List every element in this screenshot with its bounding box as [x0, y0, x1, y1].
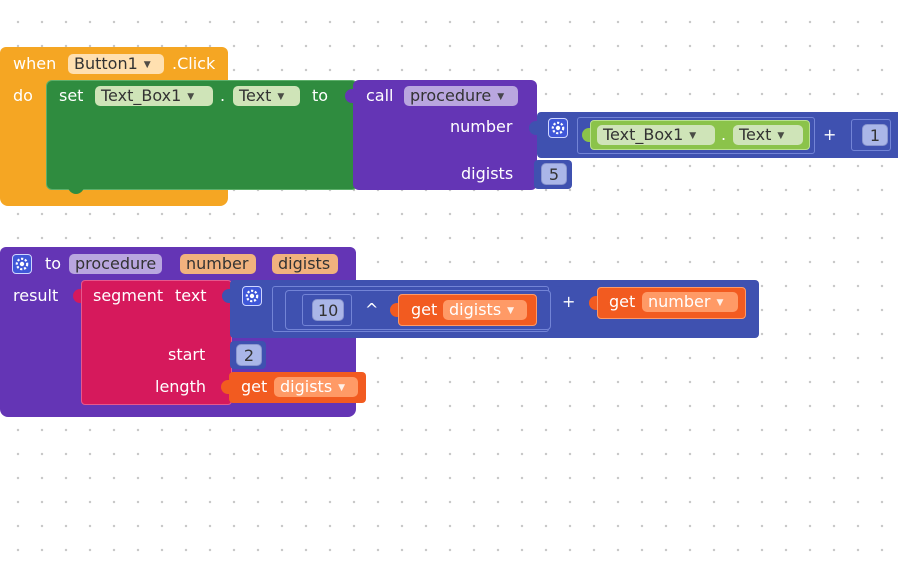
- param-number-text: number: [186, 254, 249, 273]
- segment-start-label: start: [168, 345, 206, 364]
- to-label: to: [312, 86, 329, 105]
- chevron-down-icon: ▼: [187, 92, 195, 102]
- get-digists-exponent-label: digists: [449, 300, 502, 319]
- chevron-down-icon: ▼: [716, 298, 724, 308]
- set-property-dropdown[interactable]: Text ▼: [233, 86, 300, 106]
- get-label: get: [411, 300, 438, 319]
- procedure-to-label: to: [45, 254, 62, 273]
- get-digists-length-tab: [221, 380, 229, 394]
- do-label: do: [13, 86, 33, 105]
- chevron-down-icon: ▼: [777, 131, 785, 141]
- power-operator: ^: [365, 300, 379, 319]
- set-component-dropdown[interactable]: Text_Box1 ▼: [95, 86, 213, 106]
- add-block-top-tab: [529, 121, 537, 135]
- getter-property-dropdown[interactable]: Text ▼: [733, 125, 803, 145]
- segment-text-label: text: [175, 286, 207, 305]
- segment-block-tab: [73, 289, 81, 303]
- call-procedure-name: procedure: [410, 86, 492, 105]
- number-10-field[interactable]: 10: [312, 299, 344, 321]
- component-getter-tab: [582, 128, 590, 142]
- getter-property-label: Text: [739, 125, 772, 144]
- inner-add-slot: [577, 117, 815, 154]
- get-number-tab: [589, 296, 597, 310]
- getter-component-label: Text_Box1: [603, 125, 684, 144]
- param-number-field[interactable]: number: [180, 254, 256, 274]
- get-digists-dropdown[interactable]: digists ▼: [274, 377, 358, 397]
- segment-label: segment: [93, 286, 164, 305]
- number-1-field[interactable]: 1: [862, 124, 888, 146]
- gear-icon[interactable]: [242, 286, 262, 306]
- call-arg-digists-label: digists: [461, 164, 514, 183]
- param-digists-text: digists: [278, 254, 331, 273]
- chevron-down-icon: ▼: [277, 92, 285, 102]
- gear-icon[interactable]: [548, 118, 568, 138]
- chevron-down-icon: ▼: [143, 60, 151, 70]
- add-block-bottom-tab: [222, 289, 230, 303]
- number-5-field[interactable]: 5: [541, 163, 567, 185]
- get-number-dropdown-label: number: [648, 292, 711, 311]
- set-component-label: Text_Box1: [101, 86, 182, 105]
- number-10-slot: [302, 294, 352, 326]
- get-label: get: [609, 292, 636, 311]
- getter-component-dropdown[interactable]: Text_Box1 ▼: [597, 125, 715, 145]
- get-digists-exponent-tab: [390, 303, 398, 317]
- component-dropdown-label: Button1: [74, 54, 138, 73]
- number-1-slot: [851, 119, 891, 151]
- call-block-tab: [345, 89, 353, 103]
- event-name-label: .Click: [172, 54, 216, 73]
- segment-length-label: length: [155, 377, 206, 396]
- component-dropdown[interactable]: Button1 ▼: [68, 54, 164, 74]
- chevron-down-icon: ▼: [338, 383, 346, 393]
- get-number-dropdown[interactable]: number ▼: [642, 292, 738, 312]
- procedure-name-text: procedure: [75, 254, 157, 273]
- segment-text-block[interactable]: [81, 280, 232, 405]
- get-label: get: [241, 377, 268, 396]
- param-digists-field[interactable]: digists: [272, 254, 338, 274]
- chevron-down-icon: ▼: [689, 131, 697, 141]
- chevron-down-icon: ▼: [497, 92, 505, 102]
- set-property-label: Text: [239, 86, 272, 105]
- procedure-name-field[interactable]: procedure: [69, 254, 162, 274]
- get-digists-exponent-dropdown[interactable]: digists ▼: [443, 300, 527, 320]
- chevron-down-icon: ▼: [507, 306, 515, 316]
- gear-icon[interactable]: [12, 254, 32, 274]
- plus-operator: +: [562, 292, 576, 311]
- set-label: set: [59, 86, 84, 105]
- plus-operator: +: [823, 125, 837, 144]
- call-procedure-dropdown[interactable]: procedure ▼: [404, 86, 518, 106]
- call-arg-number-label: number: [450, 117, 513, 136]
- set-block-notch: [68, 186, 84, 194]
- power-block-tab: [277, 301, 285, 315]
- result-label: result: [13, 286, 59, 305]
- getter-dot-label: .: [721, 125, 727, 144]
- get-digists-dropdown-label: digists: [280, 377, 333, 396]
- call-label: call: [366, 86, 394, 105]
- when-label: when: [13, 54, 57, 73]
- set-dot-label: .: [220, 86, 226, 105]
- number-2-field[interactable]: 2: [236, 344, 262, 366]
